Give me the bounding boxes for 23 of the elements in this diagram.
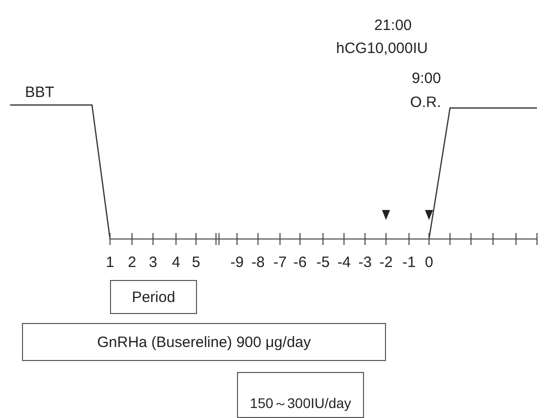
tick-label: -8 xyxy=(251,254,265,272)
tick-label: -5 xyxy=(316,254,330,272)
tick-label: -9 xyxy=(230,254,244,272)
annotation-text: O.R. xyxy=(410,94,441,112)
annotation-text: 21:00 xyxy=(374,17,412,35)
tick-label: -7 xyxy=(273,254,287,272)
tick-label: 4 xyxy=(172,254,180,272)
tick-label: 1 xyxy=(106,254,114,272)
tick-label: 5 xyxy=(192,254,200,272)
tick-label: -4 xyxy=(337,254,351,272)
tick-label: -1 xyxy=(402,254,416,272)
annotation-text: hCG10,000IU xyxy=(336,40,428,58)
label-box: Period xyxy=(110,280,197,314)
tick-label: 0 xyxy=(424,254,434,272)
tick-label: -2 xyxy=(379,254,393,272)
tick-label: 3 xyxy=(148,254,158,272)
tick-label: 2 xyxy=(128,254,136,272)
annotation-text: 9:00 xyxy=(412,70,441,88)
label-box: 150～300IU/day xyxy=(237,372,364,418)
tick-label: -3 xyxy=(358,254,372,272)
tick-label: -6 xyxy=(293,254,307,272)
label-box: GnRHa (Busereline) 900 μg/day xyxy=(22,323,386,361)
annotation-text: BBT xyxy=(25,84,54,102)
